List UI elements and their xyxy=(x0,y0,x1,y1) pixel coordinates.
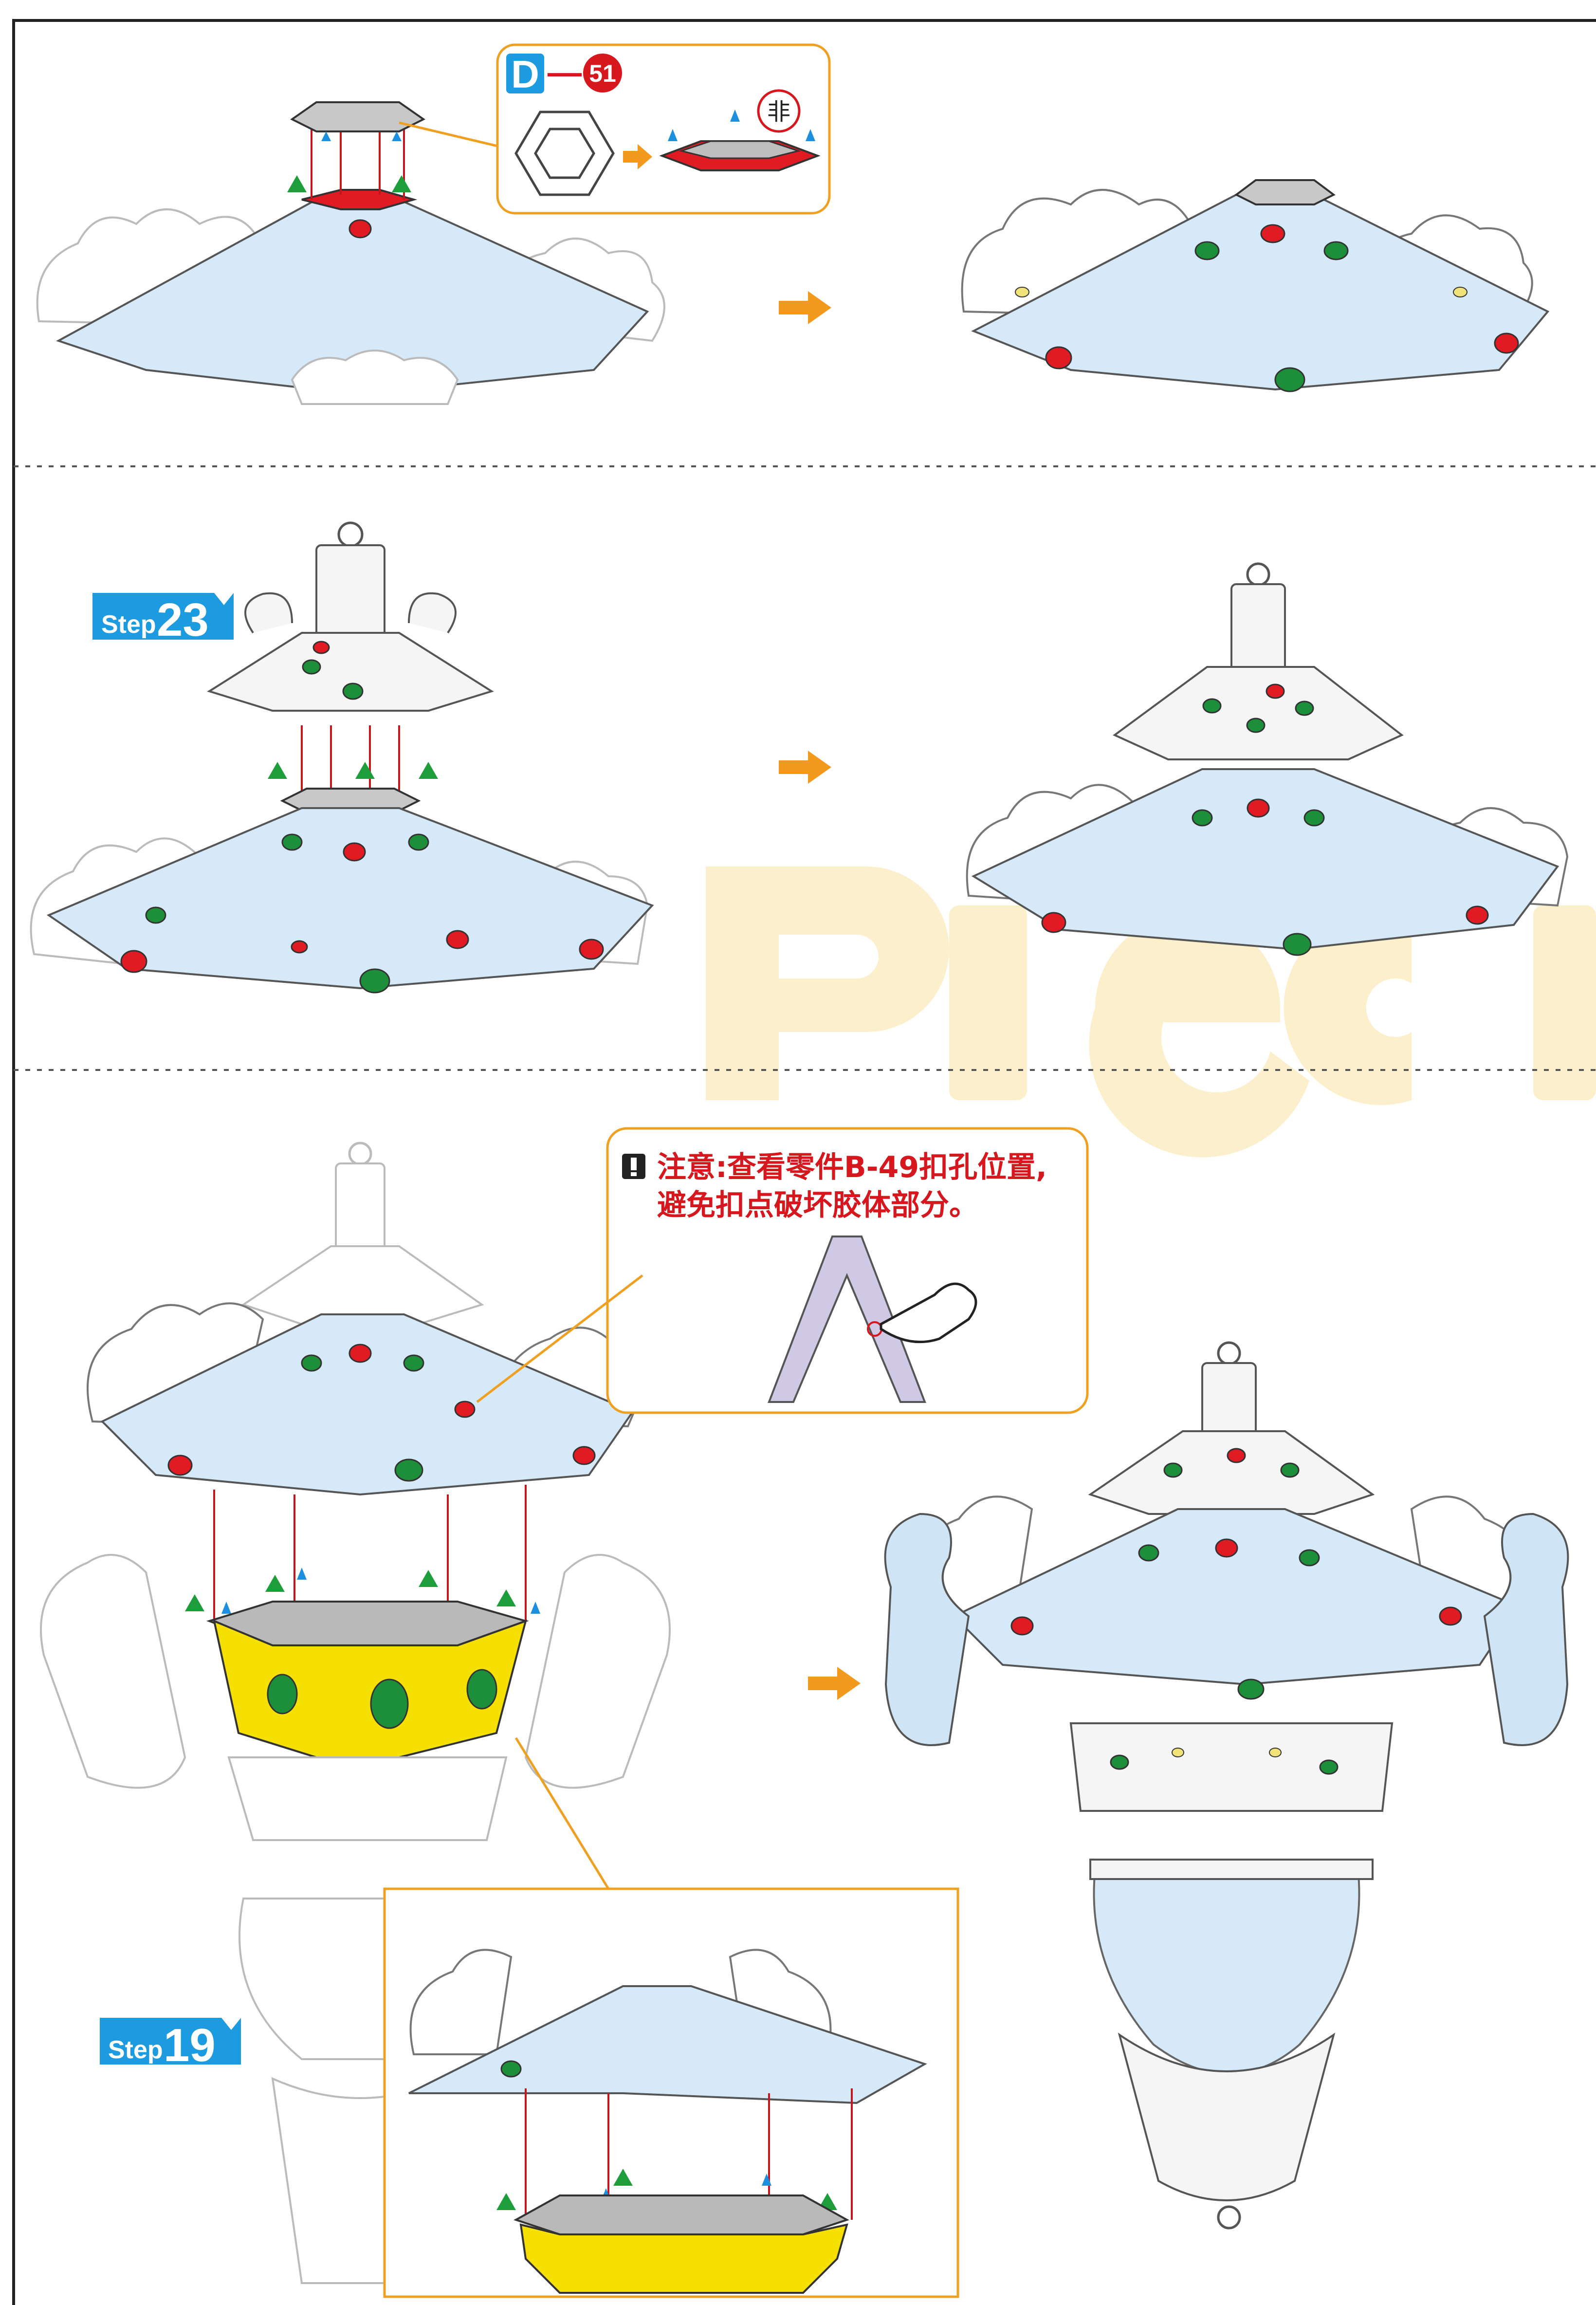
notice-line-1: 注意:查看零件B-49扣孔位置, xyxy=(657,1150,1047,1184)
part-callout-d51: D — 51 非 xyxy=(399,43,831,215)
part-dash: — xyxy=(548,53,582,91)
next-arrow-icon xyxy=(779,751,831,784)
part-b49 xyxy=(768,1235,926,1403)
step-prefix: Step xyxy=(101,610,156,639)
next-arrow-icon xyxy=(779,291,831,324)
watermark xyxy=(706,867,1596,1158)
step-number: 23 xyxy=(157,594,209,646)
next-arrow-icon xyxy=(808,1667,861,1700)
mark-badge xyxy=(757,89,801,133)
step-19-badge: Step 19 xyxy=(100,2018,241,2071)
part-number: 51 xyxy=(589,60,616,87)
notice-callout: 注意:查看零件B-49扣孔位置, 避免扣点破坏胶体部分。 xyxy=(476,1127,1089,1414)
part-letter: D xyxy=(511,53,539,96)
tower-assembly-after xyxy=(966,562,1569,956)
mark-char: 非 xyxy=(767,98,790,126)
basket-detail-inset xyxy=(383,1737,959,2298)
arrow-icon xyxy=(623,144,652,169)
part-number-badge xyxy=(583,54,622,92)
lantern-assembly-after xyxy=(884,1341,1569,2230)
step-23-badge: Step 23 xyxy=(92,593,234,646)
page-frame xyxy=(12,19,1596,2305)
roof-assembly-after xyxy=(961,179,1550,392)
step-number: 19 xyxy=(164,2019,216,2071)
roof-assembly-before xyxy=(36,101,665,405)
notice-line-2: 避免扣点破坏胶体部分。 xyxy=(657,1188,978,1222)
tower-assembly-before xyxy=(30,521,654,994)
step-prefix: Step xyxy=(108,2036,163,2064)
pointing-hand-icon xyxy=(880,1282,977,1344)
part-letter-badge xyxy=(506,54,544,93)
